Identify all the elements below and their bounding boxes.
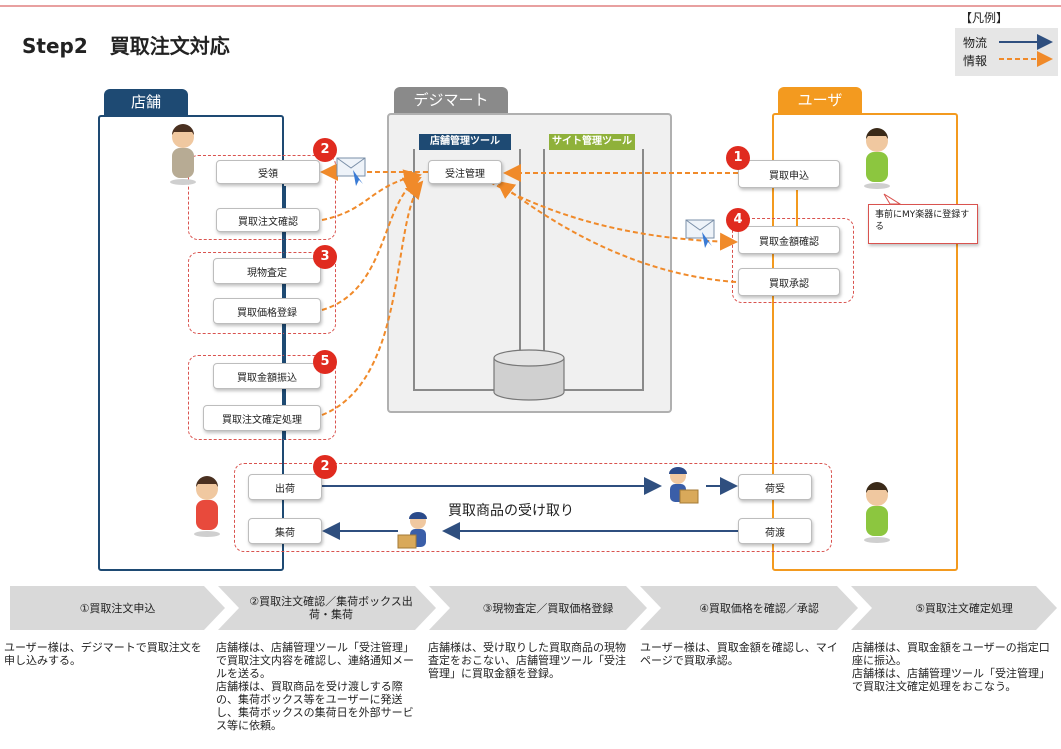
box-receive: 受領 xyxy=(216,160,320,184)
box-price-register: 買取価格登録 xyxy=(213,298,321,324)
step-description-4: ユーザー様は、買取金額を確認し、マイページで買取承認。 xyxy=(640,641,838,667)
step-label: ③現物査定／買取価格登録 xyxy=(482,601,614,615)
step-description-1: ユーザー様は、デジマートで買取注文を申し込みする。 xyxy=(4,641,202,667)
box-pickup: 集荷 xyxy=(248,518,322,544)
box-receive-goods: 荷受 xyxy=(738,474,812,500)
badge-step-5: 5 xyxy=(313,350,337,374)
badge-step-2: 2 xyxy=(313,138,337,162)
step-description-2: 店舗様は、店舗管理ツール「受注管理」で買取注文内容を確認し、連絡通知メールを送る… xyxy=(216,641,414,732)
user-panel xyxy=(772,113,958,571)
step-chevron-1: ①買取注文申込 xyxy=(10,586,225,630)
user-column-label: ユーザ xyxy=(778,87,862,113)
badge-step-4: 4 xyxy=(726,208,750,232)
badge-step-1: 1 xyxy=(726,146,750,170)
step-label: ①買取注文申込 xyxy=(79,601,156,615)
store-panel xyxy=(98,115,284,571)
box-ship: 出荷 xyxy=(248,474,322,500)
step-chevron-5: ⑤買取注文確定処理 xyxy=(851,586,1057,630)
badge-step-2-shipping: 2 xyxy=(313,455,337,479)
site-tool-frame xyxy=(543,149,644,391)
info-arrow-amount xyxy=(489,181,738,251)
flow-label: 買取商品の受け取り xyxy=(448,503,574,519)
step-description-3: 店舗様は、受け取りした買取商品の現物査定をおこない、店舗管理ツール「受注管理」に… xyxy=(428,641,626,680)
site-tool-label: サイト管理ツール xyxy=(549,134,635,150)
store-tool-frame xyxy=(413,149,521,391)
step-label: ④買取価格を確認／承認 xyxy=(699,601,819,615)
box-confirm-order: 買取注文確認 xyxy=(216,208,320,232)
step-chevron-4: ④買取価格を確認／承認 xyxy=(640,586,858,630)
mail-icon xyxy=(685,219,715,248)
box-inspect: 現物査定 xyxy=(213,258,321,284)
info-arrow-finalize xyxy=(321,180,424,416)
user-person-icon xyxy=(864,128,890,189)
box-handover: 荷渡 xyxy=(738,518,812,544)
delivery-person-icon xyxy=(669,467,699,504)
step-chevron-2: ②買取注文確認／集荷ボックス出荷・集荷 xyxy=(218,586,436,630)
user-person-icon xyxy=(864,482,890,543)
step-label: ⑤買取注文確定処理 xyxy=(915,601,1013,615)
page-title: Step2 買取注文対応 xyxy=(22,30,230,59)
store-column-label: 店舗 xyxy=(104,89,188,115)
box-amount-check: 買取金額確認 xyxy=(738,226,840,254)
legend-info-label: 情報 xyxy=(963,54,988,68)
step-number: Step2 xyxy=(22,34,88,58)
group-step3 xyxy=(188,252,336,334)
step-name: 買取注文対応 xyxy=(109,34,230,58)
group-step5 xyxy=(188,355,336,440)
legend-arrows xyxy=(999,34,1053,67)
box-approve: 買取承認 xyxy=(738,268,840,296)
legend: 物流 情報 xyxy=(955,28,1058,76)
store-tool-label: 店舗管理ツール xyxy=(419,134,511,150)
box-transfer: 買取金額振込 xyxy=(213,363,321,389)
badge-step-3: 3 xyxy=(313,245,337,269)
dejimart-column-label: デジマート xyxy=(394,87,508,113)
box-order-management: 受注管理 xyxy=(428,160,502,184)
store-person-icon xyxy=(170,124,196,185)
info-arrow-confirm xyxy=(321,169,422,221)
legend-physical-label: 物流 xyxy=(963,36,988,50)
group-step2-store xyxy=(188,155,336,240)
callout-note: 事前にMY楽器に登録する xyxy=(868,204,978,244)
group-step4 xyxy=(732,218,854,303)
database-icon xyxy=(493,349,565,401)
top-rule xyxy=(0,5,1061,7)
legend-title: 【凡例】 xyxy=(960,11,1009,25)
step-label: ②買取注文確認／集荷ボックス出荷・集荷 xyxy=(249,595,413,621)
box-finalize: 買取注文確定処理 xyxy=(203,405,321,431)
group-step2-shipping xyxy=(234,463,832,552)
step-chevron-3: ③現物査定／買取価格登録 xyxy=(429,586,647,630)
callout-tail xyxy=(883,193,902,205)
store-person-icon xyxy=(194,476,220,537)
delivery-person-icon xyxy=(397,512,427,549)
info-arrow-approve xyxy=(496,180,737,283)
box-apply: 買取申込 xyxy=(738,160,840,188)
step-description-5: 店舗様は、買取金額をユーザーの指定口座に振込。 店舗様は、店舗管理ツール「受注管… xyxy=(852,641,1050,693)
mail-icon xyxy=(336,157,366,186)
info-arrow-price xyxy=(321,177,422,311)
